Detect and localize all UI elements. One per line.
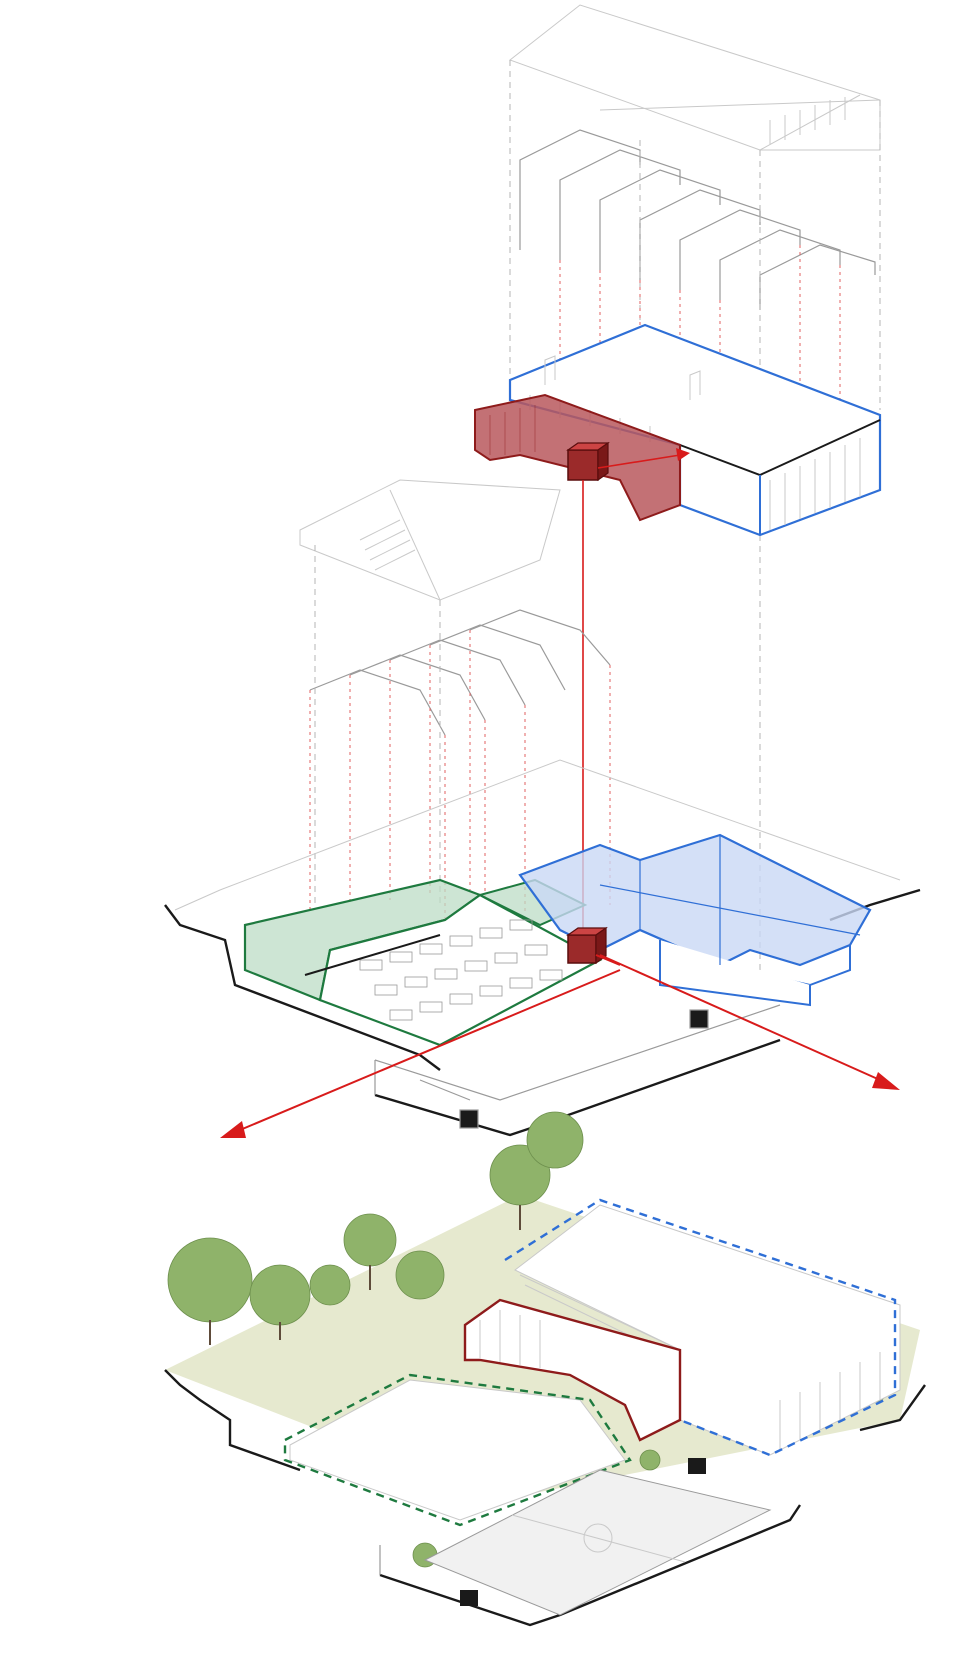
classroom-roof-trusses xyxy=(309,609,611,736)
classroom-roof-ghost xyxy=(299,479,561,601)
arrow-head-icon xyxy=(220,1121,246,1138)
arrow-head-icon xyxy=(676,448,690,461)
trees xyxy=(167,1111,888,1568)
gym-roof-trusses xyxy=(519,129,876,310)
classroom-zone-outline xyxy=(283,1373,632,1527)
gym-zone-outline xyxy=(504,1198,897,1457)
classroom-desks xyxy=(359,919,563,1021)
connector-cube-upper xyxy=(567,449,599,481)
basketball-court xyxy=(423,1469,772,1616)
ground-floor-plan xyxy=(164,759,921,1137)
rendered-perspective xyxy=(164,1111,926,1627)
upper-red-arrow xyxy=(597,448,690,469)
connector-cube-lower xyxy=(567,934,597,964)
ground-red-arrows xyxy=(220,954,900,1138)
arrow-head-icon xyxy=(872,1072,900,1090)
bridge-zone-outline xyxy=(463,1298,682,1442)
gym-roof-ghost xyxy=(508,4,881,151)
